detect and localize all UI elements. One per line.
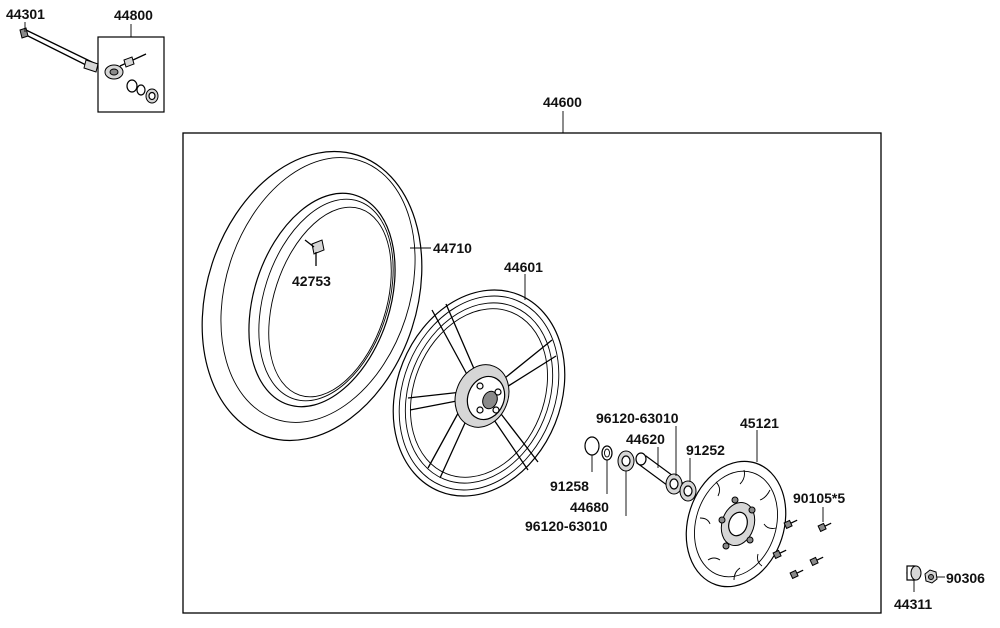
label-44600: 44600 (543, 94, 582, 110)
assembly-frame-44600 (182, 132, 882, 614)
label-90306: 90306 (946, 570, 985, 586)
circlip-91258 (584, 436, 600, 456)
tire-44710 (201, 150, 423, 442)
label-44680: 44680 (570, 499, 609, 515)
bearing-96120-63010-inner (617, 450, 635, 472)
bolts-90105 (772, 519, 832, 580)
ring-44680 (601, 445, 613, 461)
collar-44311 (906, 565, 922, 581)
rim-44601 (392, 289, 566, 497)
brake-disc-45121 (685, 460, 787, 588)
label-45121: 45121 (740, 415, 779, 431)
nut-90306 (924, 569, 938, 584)
label-44710: 44710 (433, 240, 472, 256)
label-91252: 91252 (686, 442, 725, 458)
label-91258: 91258 (550, 478, 589, 494)
label-44601: 44601 (504, 259, 543, 275)
label-90105: 90105*5 (793, 490, 845, 506)
label-42753: 42753 (292, 273, 331, 289)
label-96120-63010-bottom: 96120-63010 (525, 518, 608, 534)
valve-42753 (304, 239, 325, 266)
kit-44800 (97, 36, 165, 113)
seal-91252 (679, 480, 697, 502)
label-44301: 44301 (6, 6, 45, 22)
label-44311: 44311 (894, 596, 932, 612)
label-96120-63010-top: 96120-63010 (596, 410, 679, 426)
label-44620: 44620 (626, 431, 665, 447)
axle-44301 (19, 27, 99, 73)
label-44800: 44800 (114, 7, 153, 23)
